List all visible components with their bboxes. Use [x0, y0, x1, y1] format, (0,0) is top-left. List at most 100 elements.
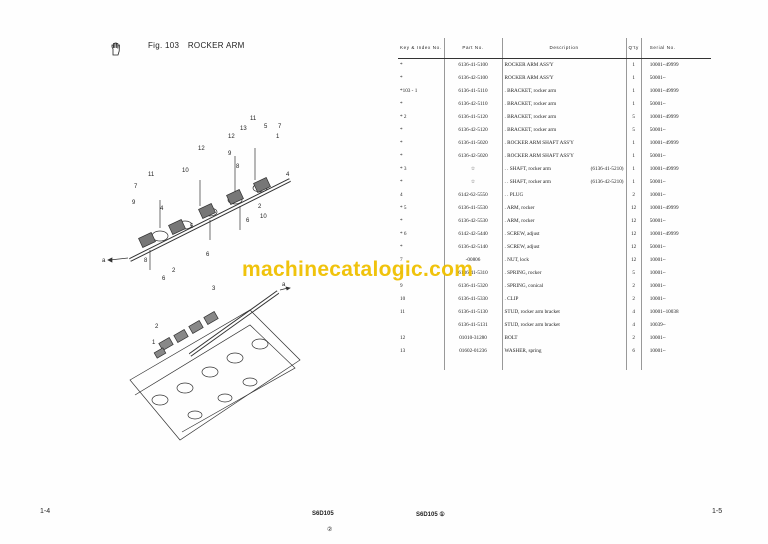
row-key: * 6 [400, 230, 407, 237]
row-description: . ARM, rocker [504, 204, 535, 211]
callout-label: 1 [276, 134, 280, 140]
row-key: 12 [400, 334, 406, 341]
callout-label: 6 [206, 252, 210, 258]
row-serial-no: 10001~49999 [649, 230, 679, 237]
row-part-no: 6142-42-5440 [458, 230, 488, 237]
table-row: * 3☆. . SHAFT, rocker arm(6136-41-5210)1… [398, 162, 712, 175]
callout-label: 12 [198, 146, 205, 152]
row-serial-no: 10001~49999 [649, 113, 679, 120]
row-qty: 2 [632, 191, 635, 198]
row-qty: 5 [632, 269, 635, 276]
callout-label: 2 [155, 324, 159, 330]
callout-label: 11 [250, 116, 257, 122]
row-qty: 5 [632, 113, 635, 120]
row-key: * [400, 100, 403, 107]
row-part-no: 6136-41-5110 [458, 87, 488, 94]
callout-label: a [102, 258, 106, 264]
row-part-no: 6136-41-5310 [458, 269, 488, 276]
row-description: ROCKER ARM ASS'Y [504, 61, 554, 68]
row-serial-no: 50001~ [649, 74, 666, 81]
row-serial-no: 10001~49999 [649, 87, 679, 94]
right-model-code: S6D105 ① [416, 512, 445, 518]
row-qty: 2 [632, 282, 635, 289]
row-part-no: 6136-42-5530 [458, 217, 488, 224]
row-part-no: 6136-42-5140 [458, 243, 488, 250]
row-part-no: 6136-41-5530 [458, 204, 488, 211]
row-key: 11 [400, 308, 405, 315]
row-description: . ARM, rocker [504, 217, 535, 224]
row-description: . . SHAFT, rocker arm [504, 178, 551, 185]
row-qty: 1 [632, 74, 635, 81]
row-key: 13 [400, 347, 406, 354]
row-qty: 1 [632, 61, 635, 68]
row-key: 7 [400, 256, 403, 263]
row-serial-no: 10001~ [649, 191, 666, 198]
row-description-note: (6136-41-5210) [590, 165, 624, 172]
row-qty: 12 [631, 256, 637, 263]
row-description: . ROCKER ARM SHAFT ASS'Y [504, 139, 574, 146]
row-qty: 1 [632, 152, 635, 159]
row-serial-no: 10001~ [649, 295, 666, 302]
callout-label: 4 [160, 206, 164, 212]
callout-label: 2 [172, 268, 176, 274]
row-serial-no: 50001~ [649, 243, 666, 250]
row-qty: 4 [632, 321, 635, 328]
left-page: Fig. 103 ROCKER ARM [40, 41, 334, 533]
row-key: * [400, 139, 403, 146]
row-part-no: 6136-42-5110 [458, 100, 488, 107]
row-part-no: 6136-41-5131 [458, 321, 488, 328]
header-part-no: Part No. [443, 38, 503, 59]
row-key: * [400, 126, 403, 133]
callout-label: 7 [278, 124, 282, 130]
row-description: . ROCKER ARM SHAFT ASS'Y [504, 152, 574, 159]
row-qty: 2 [632, 295, 635, 302]
row-description: . SCREW, adjust [504, 230, 540, 237]
row-key: *103 - 1 [400, 87, 418, 94]
row-serial-no: 10001~ [649, 269, 666, 276]
callout-label: 8 [236, 164, 240, 170]
parts-table: Key & Index No. Part No. Description Q't… [398, 38, 712, 370]
row-part-no: 6136-42-5020 [458, 152, 488, 159]
callout-label: 6 [162, 276, 166, 282]
row-qty: 12 [631, 204, 637, 211]
callout-label: 13 [240, 126, 247, 132]
row-serial-no: 10001~ [649, 256, 666, 263]
row-key: 8 [400, 269, 403, 276]
row-description: . SPRING, conical [504, 282, 544, 289]
header-key: Key & Index No. [398, 38, 445, 59]
row-description: STUD, rocker arm bracket [504, 321, 560, 328]
left-page-number: 1-4 [40, 508, 51, 515]
row-qty: 1 [632, 139, 635, 146]
table-row: 8 6136-41-5310 . SPRING, rocker 5 10001~ [398, 266, 712, 279]
callout-label: 4 [286, 172, 290, 178]
rocker-arm-exploded-diagram: 11 12 13 9 8 7 5 4 1 10 6 2 3 2 1 a a 12… [102, 116, 301, 441]
row-description: . . SHAFT, rocker arm [504, 165, 551, 172]
row-serial-no: 50001~ [649, 217, 666, 224]
callout-label: 10 [182, 168, 189, 174]
row-key: * [400, 74, 403, 81]
row-description: . BRACKET, rocker arm [504, 87, 557, 94]
row-qty: 1 [632, 165, 635, 172]
row-description: . CLIP [504, 295, 519, 302]
header-description: Description [501, 38, 627, 59]
row-description: . BRACKET, rocker arm [504, 126, 557, 133]
callout-label: 5 [264, 124, 268, 130]
callout-label: 3 [212, 286, 216, 292]
row-serial-no: 10001~ [649, 334, 666, 341]
row-key: 4 [400, 191, 403, 198]
row-part-no: 6142-62-5550 [458, 191, 488, 198]
row-description: . SPRING, rocker [504, 269, 542, 276]
row-key: * [400, 217, 403, 224]
table-blank-area [398, 357, 712, 370]
callout-label: 12 [228, 134, 235, 140]
